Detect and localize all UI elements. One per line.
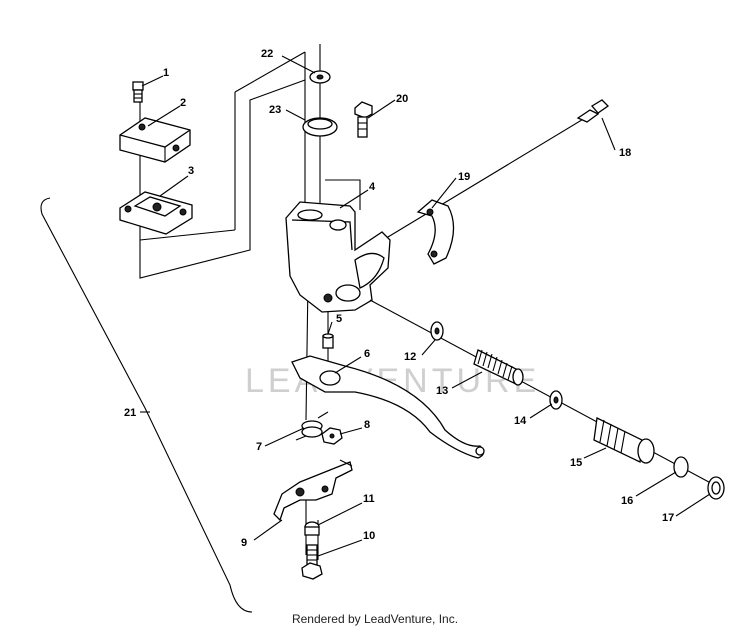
callout-20: 20 [396, 93, 408, 105]
callout-2: 2 [180, 97, 186, 109]
assembly-bracket-21 [40, 197, 253, 613]
washer-part-12 [430, 321, 444, 341]
callout-7: 7 [256, 441, 262, 453]
callout-6: 6 [364, 348, 370, 360]
master-cylinder-body-part-4 [285, 201, 391, 313]
callout-5: 5 [336, 313, 342, 325]
callout-18: 18 [619, 147, 631, 159]
callout-17: 17 [662, 512, 674, 524]
bolt-part-18 [382, 99, 610, 241]
switch-bracket-part-9 [273, 459, 353, 522]
brake-lever-part-6 [291, 355, 485, 459]
washer-part-17 [707, 476, 725, 500]
diaphragm-part-3 [119, 191, 193, 235]
nut-part-8 [321, 427, 343, 445]
callout-4: 4 [369, 181, 376, 193]
callout-11: 11 [363, 493, 375, 505]
callout-9: 9 [241, 537, 247, 549]
callout-13: 13 [436, 385, 448, 397]
clamp-part-19 [416, 199, 455, 265]
footer-credit: Rendered by LeadVenture, Inc. [291, 612, 459, 626]
leader-lines [140, 55, 711, 557]
torsion-spring-part-7 [295, 411, 329, 441]
callout-12: 12 [404, 351, 416, 363]
bolt-part-20 [354, 101, 373, 138]
reservoir-cover-part-2 [119, 117, 191, 163]
washer-part-16 [673, 456, 689, 478]
callout-10: 10 [363, 530, 375, 542]
bolt-part-10 [301, 544, 323, 580]
spring-part-13 [473, 349, 524, 386]
washer-part-22 [309, 70, 331, 84]
callout-1: 1 [163, 67, 169, 79]
plunger-axis-line [369, 299, 721, 489]
callout-22: 22 [261, 48, 273, 60]
washer-part-14 [549, 390, 563, 410]
spacer-part-5 [322, 333, 334, 349]
nut-part-11 [304, 521, 320, 536]
washer-part-23 [302, 117, 338, 137]
screw-part-1 [132, 81, 144, 103]
callout-16: 16 [621, 495, 633, 507]
callout-8: 8 [364, 419, 370, 431]
callout-3: 3 [188, 165, 194, 177]
callout-21: 21 [124, 407, 136, 419]
callout-15: 15 [570, 457, 582, 469]
callout-14: 14 [514, 415, 527, 427]
callout-23: 23 [269, 104, 281, 116]
callout-19: 19 [458, 171, 470, 183]
piston-part-15 [593, 417, 655, 464]
